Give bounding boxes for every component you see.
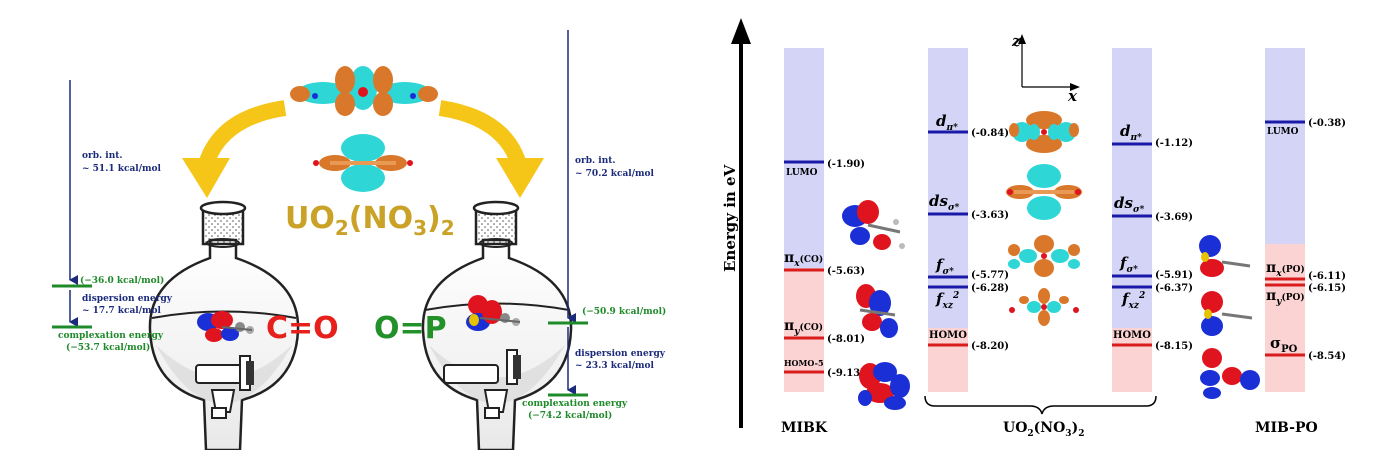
- uo2l-fxz-value: (-6.28): [971, 283, 1009, 294]
- level1-left: (−36.0 kcal/mol): [80, 275, 164, 286]
- axis-x-label: x: [1067, 87, 1078, 105]
- mibpo-pix-value: (-6.11): [1308, 271, 1346, 282]
- separatory-funnel-right: [421, 200, 573, 450]
- mibpo-orbital-sig: [1200, 348, 1260, 399]
- mibpo-pix-label: πx(PO): [1266, 260, 1305, 279]
- complex-formula: UO2(NO3)2: [285, 201, 455, 240]
- uo2r-fsig-label: fσ*: [1119, 254, 1138, 275]
- mibpo-levels: LUMO (-0.38) πx(PO) (-6.11) πy(PO) (-6.1…: [1265, 118, 1346, 362]
- mibk-piy-label: πy(CO): [784, 318, 823, 337]
- mibpo-occupied-region: [1265, 244, 1305, 392]
- left-panel: UO2(NO3)2: [52, 30, 666, 450]
- bond-label-op: O=P: [374, 311, 447, 346]
- mibk-lumo-value: (-1.90): [827, 159, 865, 170]
- energy-decomposition-right: orb. int. ~ 70.2 kcal/mol (−50.9 kcal/mo…: [522, 30, 666, 421]
- uo2r-fxz-label: fxz2: [1121, 290, 1145, 311]
- mibpo-lumo-value: (-0.38): [1308, 118, 1346, 129]
- uo2-left-levels: dπ* (-0.84) dsσ* (-3.63) fσ* (-5.77) fxz…: [928, 112, 1009, 352]
- complexation-label-right: complexation energy: [522, 399, 628, 409]
- mibk-orbital-piy: [856, 284, 898, 338]
- complexation-value-left: (−53.7 kcal/mol): [66, 342, 150, 353]
- mibpo-piy-label: πy(PO): [1266, 288, 1305, 307]
- mibpo-sig-label: σPO: [1270, 334, 1298, 355]
- uo2l-dpi-value: (-0.84): [971, 128, 1009, 139]
- uo2-orbital-dsig: [1006, 164, 1082, 220]
- dispersion-label-right: dispersion energy: [575, 349, 666, 359]
- energy-decomposition-left: orb. int. ~ 51.1 kcal/mol (−36.0 kcal/mo…: [52, 80, 173, 353]
- uo2l-dpi-label: dπ*: [936, 112, 958, 133]
- column-label-mibpo: MIB-PO: [1255, 420, 1318, 436]
- orb-int-value-right: ~ 70.2 kcal/mol: [575, 169, 655, 179]
- mibk-piy-value: (-8.01): [827, 334, 865, 345]
- energy-axis: Energy in eV: [721, 18, 751, 428]
- yellow-arrow-right: [438, 100, 544, 198]
- separatory-funnel-left: [148, 200, 300, 450]
- uo2-orbital-fxz: [1009, 288, 1079, 326]
- column-label-mibk: MIBK: [781, 420, 828, 436]
- orb-int-label-left: orb. int.: [82, 151, 123, 161]
- right-panel: Energy in eV z x LUMO (-1.90) πx(CO) (-5…: [721, 18, 1346, 439]
- mibk-orbital-homo5: [858, 362, 910, 410]
- column-label-uo2: UO2(NO3)2: [1003, 420, 1084, 439]
- uo2-brace: [924, 395, 1157, 415]
- uo2-orbital-fsig: [1008, 235, 1080, 277]
- coordinate-axes: z x: [1011, 32, 1080, 105]
- uo2r-homo-label: HOMO: [1113, 330, 1151, 341]
- uo2r-dpi-label: dπ*: [1120, 122, 1142, 143]
- uo2-left-occupied-region: [928, 328, 968, 392]
- mibpo-piy-value: (-6.15): [1308, 283, 1346, 294]
- axis-z-label: z: [1011, 32, 1021, 50]
- uo2r-fsig-value: (-5.91): [1155, 270, 1193, 281]
- mibk-levels: LUMO (-1.90) πx(CO) (-5.63) πy(CO) (-8.0…: [784, 159, 865, 379]
- mibpo-orbital-pix: [1199, 235, 1251, 277]
- uo2l-fxz-label: fxz2: [935, 290, 959, 311]
- complexation-value-right: (−74.2 kcal/mol): [528, 410, 612, 421]
- orb-int-value-left: ~ 51.1 kcal/mol: [82, 164, 162, 174]
- uo2r-homo-value: (-8.15): [1155, 341, 1193, 352]
- complex-orbital-mid: [313, 134, 413, 192]
- uo2l-homo-value: (-8.20): [971, 341, 1009, 352]
- mibpo-virtual-region: [1265, 48, 1305, 244]
- dispersion-value-left: ~ 17.7 kcal/mol: [82, 306, 162, 316]
- mibpo-lumo-label: LUMO: [1267, 127, 1299, 137]
- mibk-pix-label: πx(CO): [784, 250, 823, 269]
- uo2l-fsig-label: fσ*: [935, 256, 954, 277]
- uo2r-dsig-label: dsσ*: [1114, 194, 1145, 215]
- mibk-orbital-pix: [842, 200, 905, 250]
- bond-label-co: C=O: [266, 311, 339, 346]
- uo2r-dpi-value: (-1.12): [1155, 138, 1193, 149]
- uo2l-dsig-label: dsσ*: [929, 192, 960, 213]
- complex-orbital-top: [290, 66, 438, 116]
- uo2l-dsig-value: (-3.63): [971, 210, 1009, 221]
- uo2-right-levels: dπ* (-1.12) dsσ* (-3.69) fσ* (-5.91) fxz…: [1112, 122, 1193, 352]
- level1-right: (−50.9 kcal/mol): [582, 306, 666, 317]
- mibk-pix-value: (-5.63): [827, 266, 865, 277]
- complexation-label-left: complexation energy: [58, 331, 164, 341]
- dispersion-value-right: ~ 23.3 kcal/mol: [575, 361, 655, 371]
- uo2-right-virtual-region: [1112, 48, 1152, 328]
- uo2r-fxz-value: (-6.37): [1155, 283, 1193, 294]
- mibk-virtual-region: [784, 48, 824, 268]
- mibk-homo5-value: (-9.13): [827, 368, 865, 379]
- uo2l-fsig-value: (-5.77): [971, 270, 1009, 281]
- dispersion-label-left: dispersion energy: [82, 294, 173, 304]
- mibpo-sig-value: (-8.54): [1308, 351, 1346, 362]
- mibk-homo5-label: HOMO-5: [784, 358, 824, 368]
- orb-int-label-right: orb. int.: [575, 156, 616, 166]
- uo2-right-occupied-region: [1112, 328, 1152, 392]
- mibpo-orbital-piy: [1201, 291, 1253, 336]
- uo2l-homo-label: HOMO: [929, 330, 967, 341]
- mibk-lumo-label: LUMO: [786, 168, 818, 178]
- energy-axis-label: Energy in eV: [721, 164, 739, 272]
- uo2-orbital-dpi: [1009, 111, 1079, 153]
- yellow-arrow-left: [182, 100, 287, 198]
- uo2r-dsig-value: (-3.69): [1155, 212, 1193, 223]
- uo2-left-virtual-region: [928, 48, 968, 328]
